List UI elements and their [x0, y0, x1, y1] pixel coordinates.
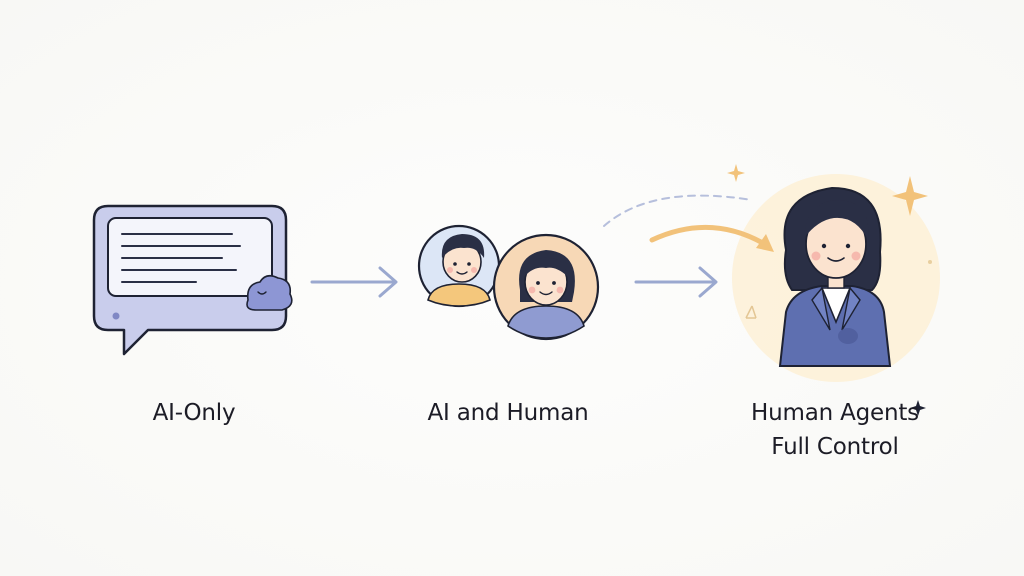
stage-label-human-agents-line1: Human Agents: [751, 400, 919, 426]
arrow-right-icon: [634, 266, 718, 298]
two-people-avatars-icon: [417, 224, 600, 341]
avatar-boy: [417, 224, 501, 308]
arrow-right-icon: [310, 266, 398, 298]
stage-label-ai-and-human: AI and Human: [427, 400, 589, 426]
avatar-girl: [492, 233, 600, 341]
human-agent-icon: [603, 164, 940, 416]
stage-label-human-agents: Human Agents Full Control: [720, 396, 950, 464]
stage-label-human-agents-line2: Full Control: [771, 434, 899, 460]
stage-label-ai-only: AI-Only: [152, 400, 236, 426]
chat-bubble-icon: [92, 204, 293, 356]
